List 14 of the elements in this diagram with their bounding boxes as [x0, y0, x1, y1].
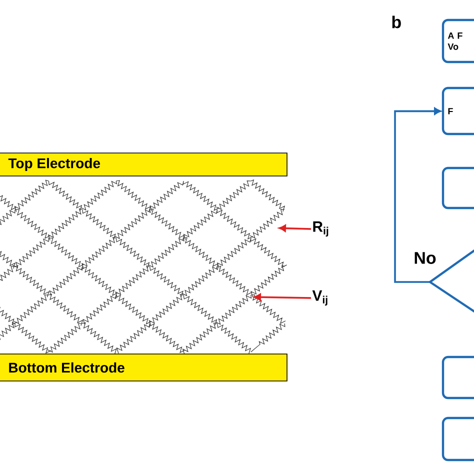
- electrode-bar: Bottom Electrode: [0, 354, 288, 382]
- process-box: [442, 356, 474, 400]
- leader-line: [254, 294, 312, 301]
- panel-letter: b: [392, 16, 401, 28]
- process-box: F: [442, 86, 474, 136]
- leader-line: [278, 224, 312, 232]
- arrow: [394, 108, 442, 283]
- edge-label: No: [414, 252, 436, 264]
- process-box: [442, 166, 474, 210]
- electrode-bar: Top Electrode: [0, 152, 288, 176]
- symbol-label: V$_{ij}$: [312, 290, 328, 306]
- symbol-label: R$_{ij}$: [313, 221, 328, 237]
- process-box: [442, 416, 474, 462]
- process-box: A F Vo: [442, 18, 474, 64]
